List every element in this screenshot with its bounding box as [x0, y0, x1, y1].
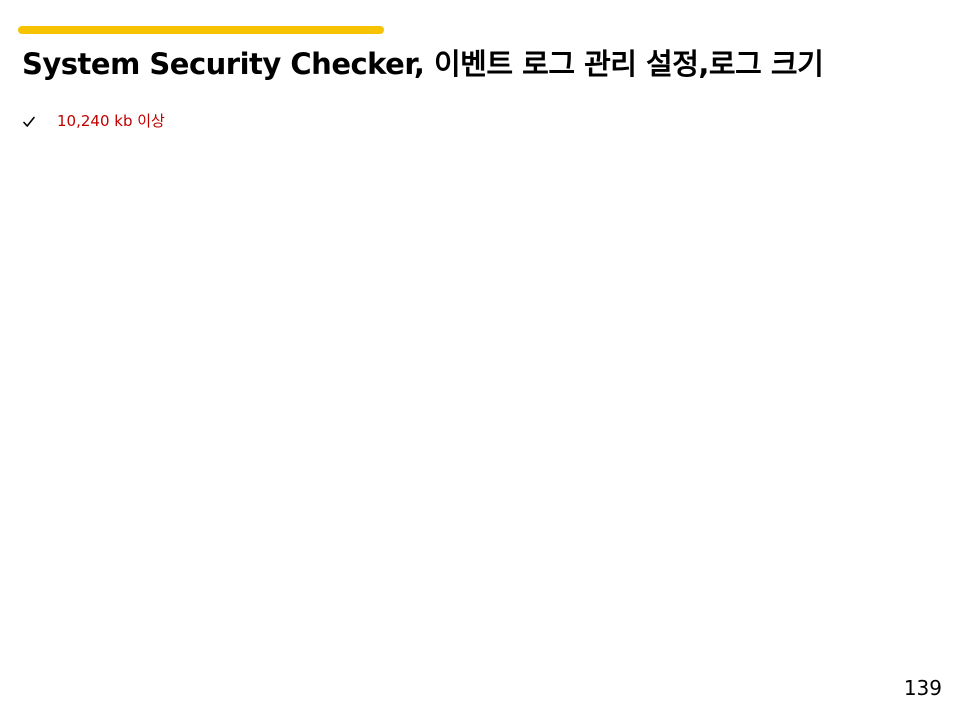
title-accent-bar — [18, 26, 384, 34]
checkmark-icon — [22, 114, 36, 128]
slide-title: System Security Checker, 이벤트 로그 관리 설정,로그… — [22, 47, 824, 81]
page-number: 139 — [903, 676, 942, 700]
bullet-item: 10,240 kb 이상 — [22, 110, 165, 132]
bullet-text: 10,240 kb 이상 — [57, 112, 165, 130]
